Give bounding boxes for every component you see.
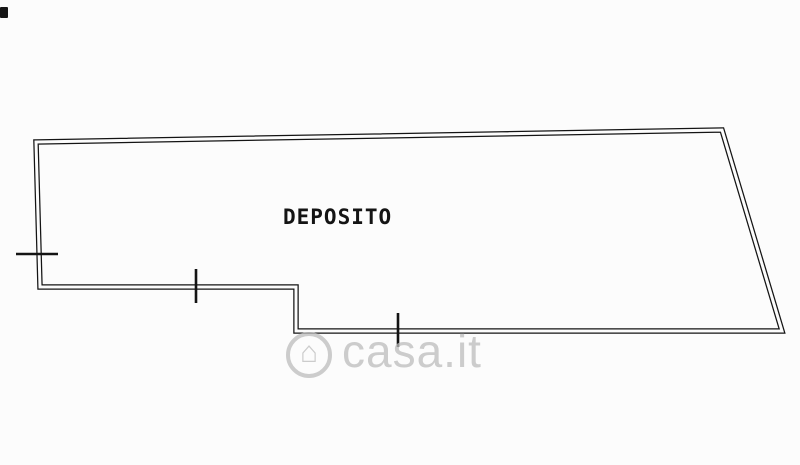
room-label: DEPOSITO bbox=[283, 205, 393, 229]
scan-artifact bbox=[0, 7, 8, 18]
house-icon-glyph: ⌂ bbox=[299, 336, 319, 369]
room-outline-outer-wall bbox=[33, 127, 786, 334]
watermark: ⌂ casa.it bbox=[286, 328, 482, 378]
house-icon: ⌂ bbox=[286, 332, 332, 378]
room-outline-inner-wall bbox=[34, 128, 785, 333]
watermark-text: casa.it bbox=[342, 325, 482, 377]
